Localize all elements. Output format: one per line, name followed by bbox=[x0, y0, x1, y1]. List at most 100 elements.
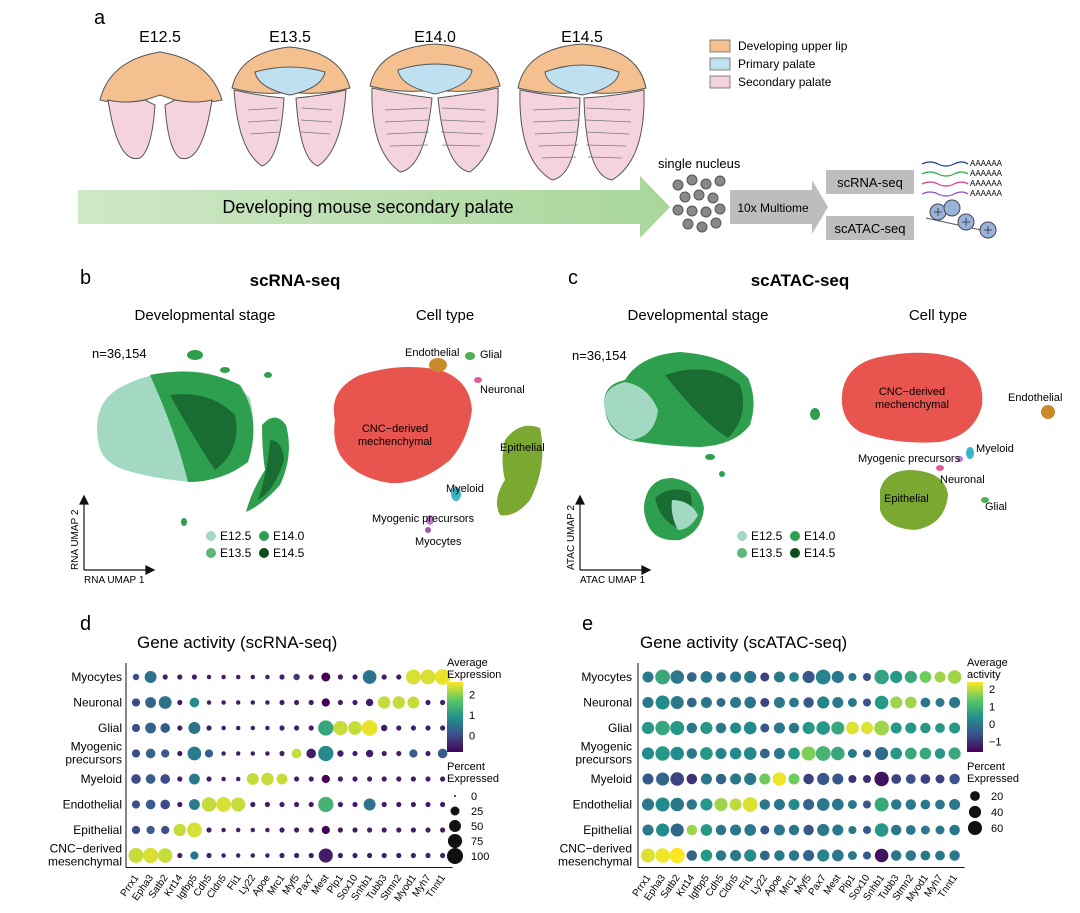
dot bbox=[848, 825, 857, 835]
color-legend-bar bbox=[447, 682, 463, 752]
stage-label-e14-5: E14.5 bbox=[561, 29, 603, 46]
cluster-cnc bbox=[841, 352, 983, 443]
dot bbox=[832, 773, 844, 785]
dot bbox=[641, 848, 655, 863]
dot bbox=[410, 776, 416, 782]
size-legend-tick: 50 bbox=[471, 821, 483, 833]
dot bbox=[265, 725, 270, 731]
dot bbox=[686, 850, 698, 861]
dot bbox=[949, 850, 960, 861]
dot bbox=[231, 797, 246, 812]
panel-b-subtitle-celltype: Cell type bbox=[416, 307, 474, 324]
dot bbox=[700, 696, 712, 709]
dot bbox=[874, 695, 889, 710]
dot bbox=[250, 751, 256, 756]
multiome-label: 10x Multiome bbox=[737, 201, 809, 215]
dot bbox=[235, 827, 241, 833]
dot bbox=[730, 849, 742, 862]
dot bbox=[348, 721, 362, 735]
polya-tail-4: AAAAAA bbox=[970, 189, 1003, 198]
legend-label-upper-lip: Developing upper lip bbox=[738, 39, 848, 53]
dot bbox=[145, 799, 156, 810]
dot bbox=[440, 827, 446, 833]
dot bbox=[177, 699, 183, 706]
dotplot-title: Gene activity (scATAC-seq) bbox=[640, 633, 847, 652]
cluster-glial bbox=[981, 497, 989, 503]
dot bbox=[158, 696, 172, 709]
dot bbox=[947, 670, 962, 684]
legend-e13-5-c: E13.5 bbox=[751, 546, 783, 560]
palate-illustration-e14-0 bbox=[369, 43, 501, 173]
dot bbox=[744, 824, 757, 836]
dot bbox=[276, 773, 288, 785]
scrna-box-label: scRNA-seq bbox=[837, 175, 903, 190]
dot bbox=[440, 699, 446, 706]
dot bbox=[847, 698, 857, 707]
dot bbox=[293, 673, 300, 681]
panel-letter-b: b bbox=[80, 267, 91, 289]
dot bbox=[715, 824, 727, 836]
dot bbox=[729, 747, 742, 760]
dot bbox=[935, 723, 945, 733]
color-legend-bar bbox=[967, 682, 983, 752]
dot bbox=[318, 796, 334, 813]
dot bbox=[365, 698, 374, 707]
dot bbox=[265, 827, 270, 833]
dot bbox=[919, 747, 932, 760]
dot bbox=[291, 748, 302, 759]
dot bbox=[890, 824, 902, 836]
dot bbox=[935, 698, 945, 707]
dot bbox=[920, 850, 931, 861]
dot bbox=[730, 671, 742, 683]
dot bbox=[216, 797, 232, 812]
dot bbox=[788, 850, 800, 861]
dot bbox=[742, 797, 758, 812]
dot bbox=[294, 776, 300, 782]
dot bbox=[715, 773, 727, 785]
cluster-neuronal bbox=[936, 465, 944, 471]
dot bbox=[381, 801, 387, 808]
color-legend-tick: 0 bbox=[469, 731, 475, 743]
dot bbox=[700, 747, 713, 760]
dot bbox=[352, 750, 358, 757]
cluster-glial bbox=[465, 352, 475, 360]
dot bbox=[160, 774, 171, 784]
dot bbox=[145, 748, 156, 759]
dot bbox=[318, 745, 334, 762]
scatac-box-label: scATAC-seq bbox=[834, 221, 905, 236]
dot bbox=[206, 700, 212, 705]
dot bbox=[700, 721, 713, 735]
size-legend-tick: 40 bbox=[991, 807, 1003, 819]
dot bbox=[177, 750, 183, 757]
dot bbox=[760, 698, 770, 707]
dot bbox=[815, 669, 831, 685]
row-label: Myocytes bbox=[71, 670, 122, 684]
dot bbox=[410, 801, 416, 808]
timeline-arrow bbox=[78, 176, 670, 238]
dot bbox=[904, 670, 917, 684]
dot bbox=[425, 827, 431, 833]
dot bbox=[221, 725, 226, 731]
dot bbox=[381, 827, 387, 833]
dot bbox=[440, 801, 446, 808]
dot bbox=[656, 772, 670, 786]
panel-c-subtitle-stage: Developmental stage bbox=[628, 307, 769, 324]
row-label: Glial bbox=[608, 721, 632, 735]
dot bbox=[261, 772, 274, 786]
size-legend-tick: 20 bbox=[991, 791, 1003, 803]
dot bbox=[160, 799, 171, 810]
dot bbox=[367, 852, 373, 859]
dot bbox=[816, 721, 830, 735]
row-label: Epithelial bbox=[583, 823, 632, 837]
dot bbox=[128, 848, 144, 863]
dot bbox=[847, 800, 857, 809]
dot bbox=[337, 674, 343, 680]
dot bbox=[206, 827, 212, 833]
rna-umap-celltype bbox=[333, 352, 543, 533]
dot bbox=[396, 801, 402, 808]
dot bbox=[250, 853, 256, 858]
dot bbox=[308, 776, 314, 782]
dot bbox=[367, 827, 373, 833]
dot bbox=[131, 749, 141, 758]
panel-c: c scATAC-seq Developmental stage Cell ty… bbox=[566, 267, 1062, 586]
